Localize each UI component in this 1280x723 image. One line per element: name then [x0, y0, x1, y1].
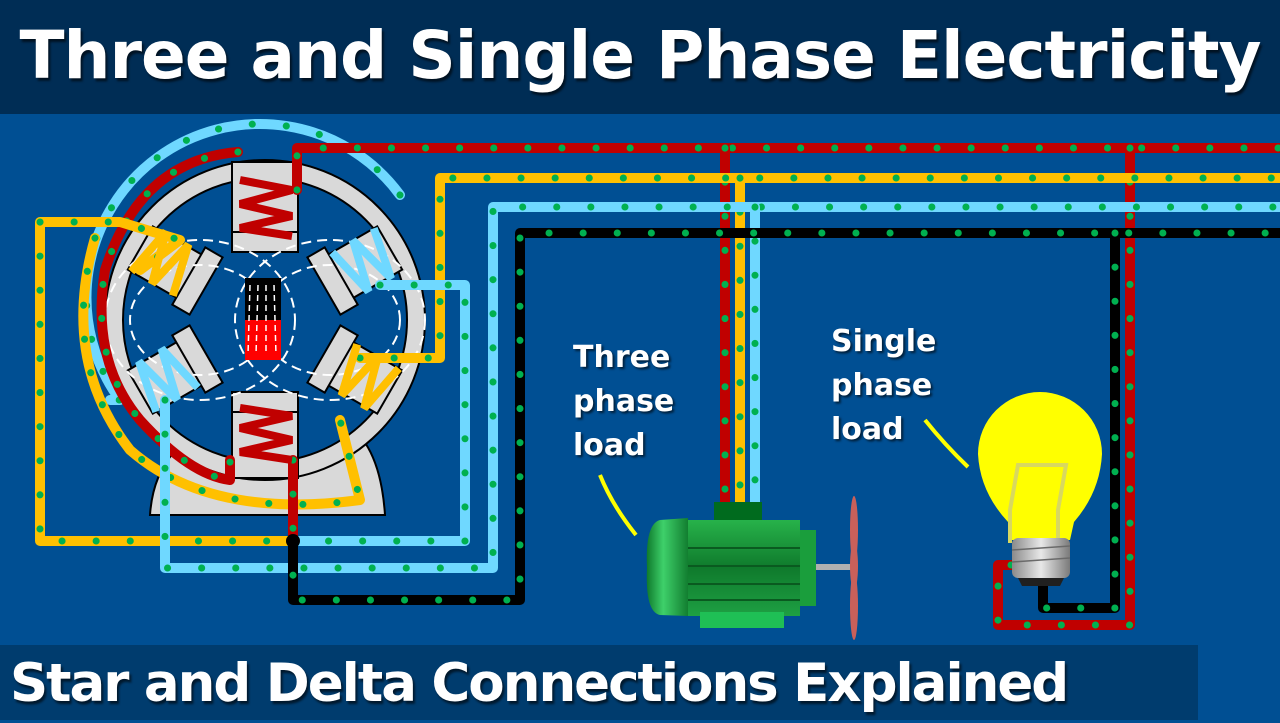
label-line: load — [573, 428, 646, 463]
bulb-base — [1012, 538, 1070, 578]
wire-blue-outer-arc — [81, 118, 405, 405]
three-phase-load-label: Three phase load — [573, 336, 674, 468]
rotor-magnet-north — [245, 278, 281, 320]
label-line: Single — [831, 324, 937, 359]
three-phase-motor — [646, 496, 858, 640]
label-line: phase — [831, 368, 933, 403]
subtitle-bar — [0, 645, 1198, 720]
coil-yellow-upper-left — [128, 228, 193, 297]
page-subtitle: Star and Delta Connections Explained — [10, 653, 1069, 714]
label-line: load — [831, 412, 904, 447]
coil-blue-upper-right — [329, 227, 395, 295]
star-point-junction — [286, 534, 300, 548]
electron-dots — [98, 148, 242, 484]
wire-red-line — [292, 143, 1280, 195]
title-bar — [0, 0, 1280, 114]
motor-rear-cap — [800, 530, 816, 606]
three-phase-callout-line — [598, 474, 638, 537]
label-line: phase — [573, 384, 675, 419]
motor-terminal-box — [714, 502, 762, 524]
single-phase-callout-line — [923, 418, 970, 469]
wire-yellow-outer-arc — [78, 233, 365, 510]
motor-shaft — [816, 564, 854, 570]
bulb-contact — [1018, 578, 1064, 586]
page-title: Three and Single Phase Electricity — [19, 17, 1261, 94]
wire-red-down-bulb — [993, 143, 1135, 630]
wire-black-neutral — [288, 228, 1280, 605]
coil-yellow-lower-right — [337, 343, 402, 412]
motor-foot — [700, 612, 784, 628]
single-phase-load-label: Single phase load — [831, 320, 936, 452]
fan — [850, 496, 858, 640]
electron-dots — [356, 174, 1280, 362]
motor-end-cap — [646, 518, 688, 616]
light-bulb — [978, 392, 1102, 586]
motor-body — [688, 520, 800, 616]
bulb-filament — [1008, 463, 1069, 543]
coil-red-top — [238, 176, 294, 240]
label-line: Three — [573, 340, 671, 375]
coil-red-bottom — [239, 404, 293, 464]
electron-dots — [1039, 229, 1119, 612]
coil-blue-lower-left — [135, 345, 201, 413]
